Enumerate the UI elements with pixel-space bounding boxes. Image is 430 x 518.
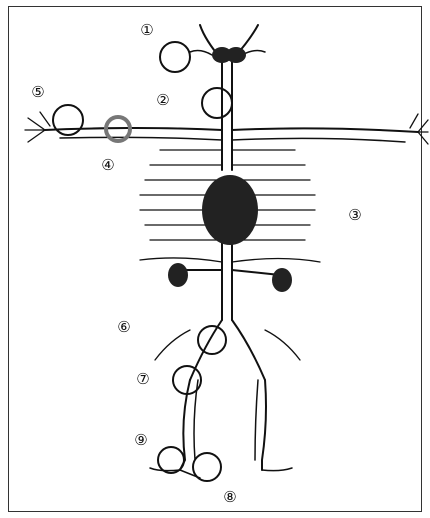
marker-9: ⑨ [134,431,147,449]
number-markers: ① ② ③ ④ ⑤ ⑥ ⑦ ⑧ ⑨ [31,21,361,506]
highlight-circle-8 [193,453,221,481]
vessel-network [25,25,428,478]
head-structure-right [226,47,246,63]
highlight-circle-9 [158,447,184,473]
left-kidney-shape [168,263,188,287]
marker-6: ⑥ [117,318,130,336]
marker-2: ② [156,91,169,109]
highlight-circle-5 [53,105,83,135]
marker-8: ⑧ [223,488,236,506]
marker-4: ④ [101,156,114,174]
highlight-circle-2 [202,88,232,118]
marker-7: ⑦ [136,370,149,388]
marker-1: ① [140,21,153,39]
right-kidney-shape [272,268,292,292]
highlight-circles [53,42,232,481]
marker-5: ⑤ [31,83,44,101]
heart-shape [202,175,258,245]
highlight-circle-6 [198,326,226,354]
highlight-circle-1 [160,42,190,72]
marker-3: ③ [348,206,361,224]
